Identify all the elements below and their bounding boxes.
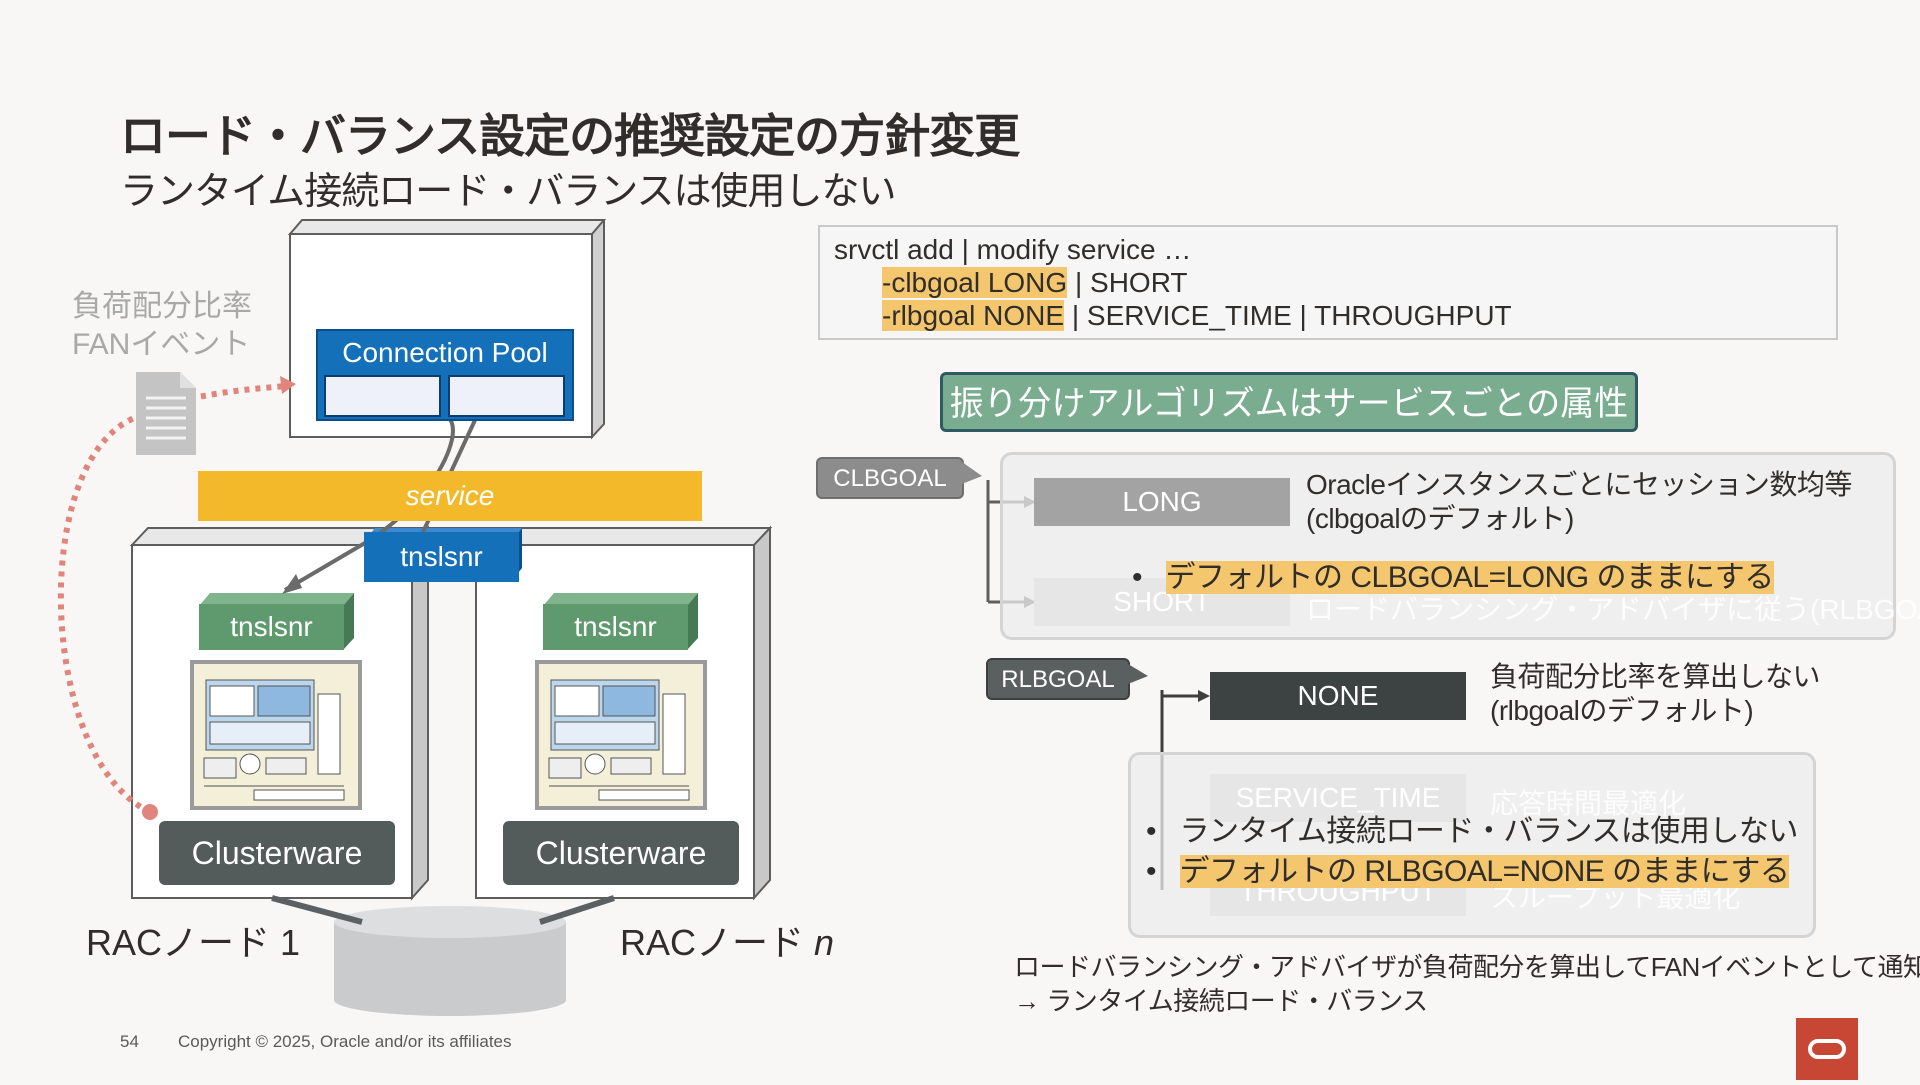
architecture-diagram-icon: [548, 679, 690, 801]
clbgoal-long-desc2: (clbgoalのデフォルト): [1306, 503, 1574, 534]
callout-pointer-icon: [1128, 664, 1148, 684]
node2-label-prefix: RACノード: [620, 922, 815, 963]
command-clbgoal-highlight: -clbgoal LONG: [882, 267, 1068, 298]
rlbgoal-none-desc: 負荷配分比率を算出しない (rlbgoalのデフォルト): [1490, 660, 1821, 728]
rlbgoal-none-desc2: (rlbgoalのデフォルト): [1490, 695, 1754, 726]
node1-architecture-thumbnail: [190, 660, 362, 810]
clbgoal-bullet-text: デフォルトの CLBGOAL=LONG のままにする: [1165, 561, 1774, 594]
pool-slot: [448, 375, 565, 417]
service-bar: service: [198, 471, 702, 521]
page-subtitle: ランタイム接続ロード・バランスは使用しない: [120, 171, 896, 213]
clbgoal-long-desc1: Oracleインスタンスごとにセッション数均等: [1306, 469, 1852, 500]
bottom-note-line1: ロードバランシング・アドバイザが負荷配分を算出してFANイベントとして通知: [1014, 952, 1920, 982]
rlbgoal-callout: RLBGOAL: [986, 658, 1130, 700]
node2-tnslsnr: tnslsnr: [543, 604, 688, 650]
node1-tnslsnr: tnslsnr: [199, 604, 344, 650]
callout-pointer-icon: [962, 462, 982, 484]
bottom-note: ロードバランシング・アドバイザが負荷配分を算出してFANイベントとして通知 → …: [1014, 950, 1920, 1018]
node1-clusterware: Clusterware: [159, 821, 395, 885]
attribute-header: 振り分けアルゴリズムはサービスごとの属性: [940, 372, 1638, 432]
node2-clusterware: Clusterware: [503, 821, 739, 885]
architecture-diagram-icon: [203, 679, 345, 801]
tnslsnr-scan: tnslsnr: [364, 532, 519, 582]
node2-architecture-thumbnail: [535, 660, 707, 810]
rlbgoal-bullet2-text: デフォルトの RLBGOAL=NONE のままにする: [1179, 855, 1790, 888]
rlbgoal-bullet1: • ランタイム接続ロード・バランスは使用しない: [1146, 815, 1799, 848]
fan-label-line1: 負荷配分比率: [72, 290, 252, 323]
rlbgoal-bullet2: • デフォルトの RLBGOAL=NONE のままにする: [1146, 855, 1790, 888]
clbgoal-callout: CLBGOAL: [816, 457, 964, 499]
clbgoal-long: LONG: [1034, 478, 1290, 526]
command-line2: -clbgoal LONG | SHORT: [834, 266, 1822, 299]
copyright: Copyright © 2025, Oracle and/or its affi…: [178, 1032, 512, 1051]
rlbgoal-service-time-desc: 応答時間最適化: [1490, 788, 1687, 819]
node1-label: RACノード 1: [86, 922, 301, 963]
command-line1: srvctl add | modify service …: [834, 234, 1192, 265]
rlbgoal-bullet1-text: ランタイム接続ロード・バランスは使用しない: [1179, 815, 1799, 848]
fan-label-line2: FANイベント: [72, 328, 251, 361]
clbgoal-long-desc: Oracleインスタンスごとにセッション数均等 (clbgoalのデフォルト): [1306, 468, 1852, 536]
node2-label-var: n: [814, 922, 835, 963]
clbgoal-short-desc: ロードバランシング・アドバイザに従う(RLBGOAL): [1306, 594, 1920, 625]
connection-pool: Connection Pool: [316, 329, 574, 421]
page-number: 54: [120, 1032, 139, 1051]
rlbgoal-none: NONE: [1210, 672, 1466, 720]
command-line3: -rlbgoal NONE | SERVICE_TIME | THROUGHPU…: [834, 299, 1822, 332]
command-clbgoal-options: | SHORT: [1067, 267, 1188, 298]
command-rlbgoal-highlight: -rlbgoal NONE: [882, 300, 1065, 331]
rlbgoal-service-time: SERVICE_TIME: [1210, 774, 1466, 822]
command-rlbgoal-options: | SERVICE_TIME | THROUGHPUT: [1064, 300, 1512, 331]
page-title: ロード・バランス設定の推奨設定の方針変更: [120, 110, 1020, 162]
document-icon: [136, 372, 196, 456]
fan-label: 負荷配分比率 FANイベント: [72, 288, 252, 364]
clbgoal-bullet: • デフォルトの CLBGOAL=LONG のままにする: [1132, 561, 1774, 594]
pool-slot: [324, 375, 441, 417]
node2-label: RACノード n: [620, 914, 834, 966]
command-box: srvctl add | modify service …-clbgoal LO…: [818, 225, 1838, 340]
connection-pool-label: Connection Pool: [342, 337, 548, 368]
rlbgoal-none-desc1: 負荷配分比率を算出しない: [1490, 661, 1821, 692]
bottom-note-line2: → ランタイム接続ロード・バランス: [1014, 986, 1428, 1016]
oracle-logo-icon: [1808, 1039, 1846, 1059]
oracle-logo: [1796, 1018, 1858, 1080]
